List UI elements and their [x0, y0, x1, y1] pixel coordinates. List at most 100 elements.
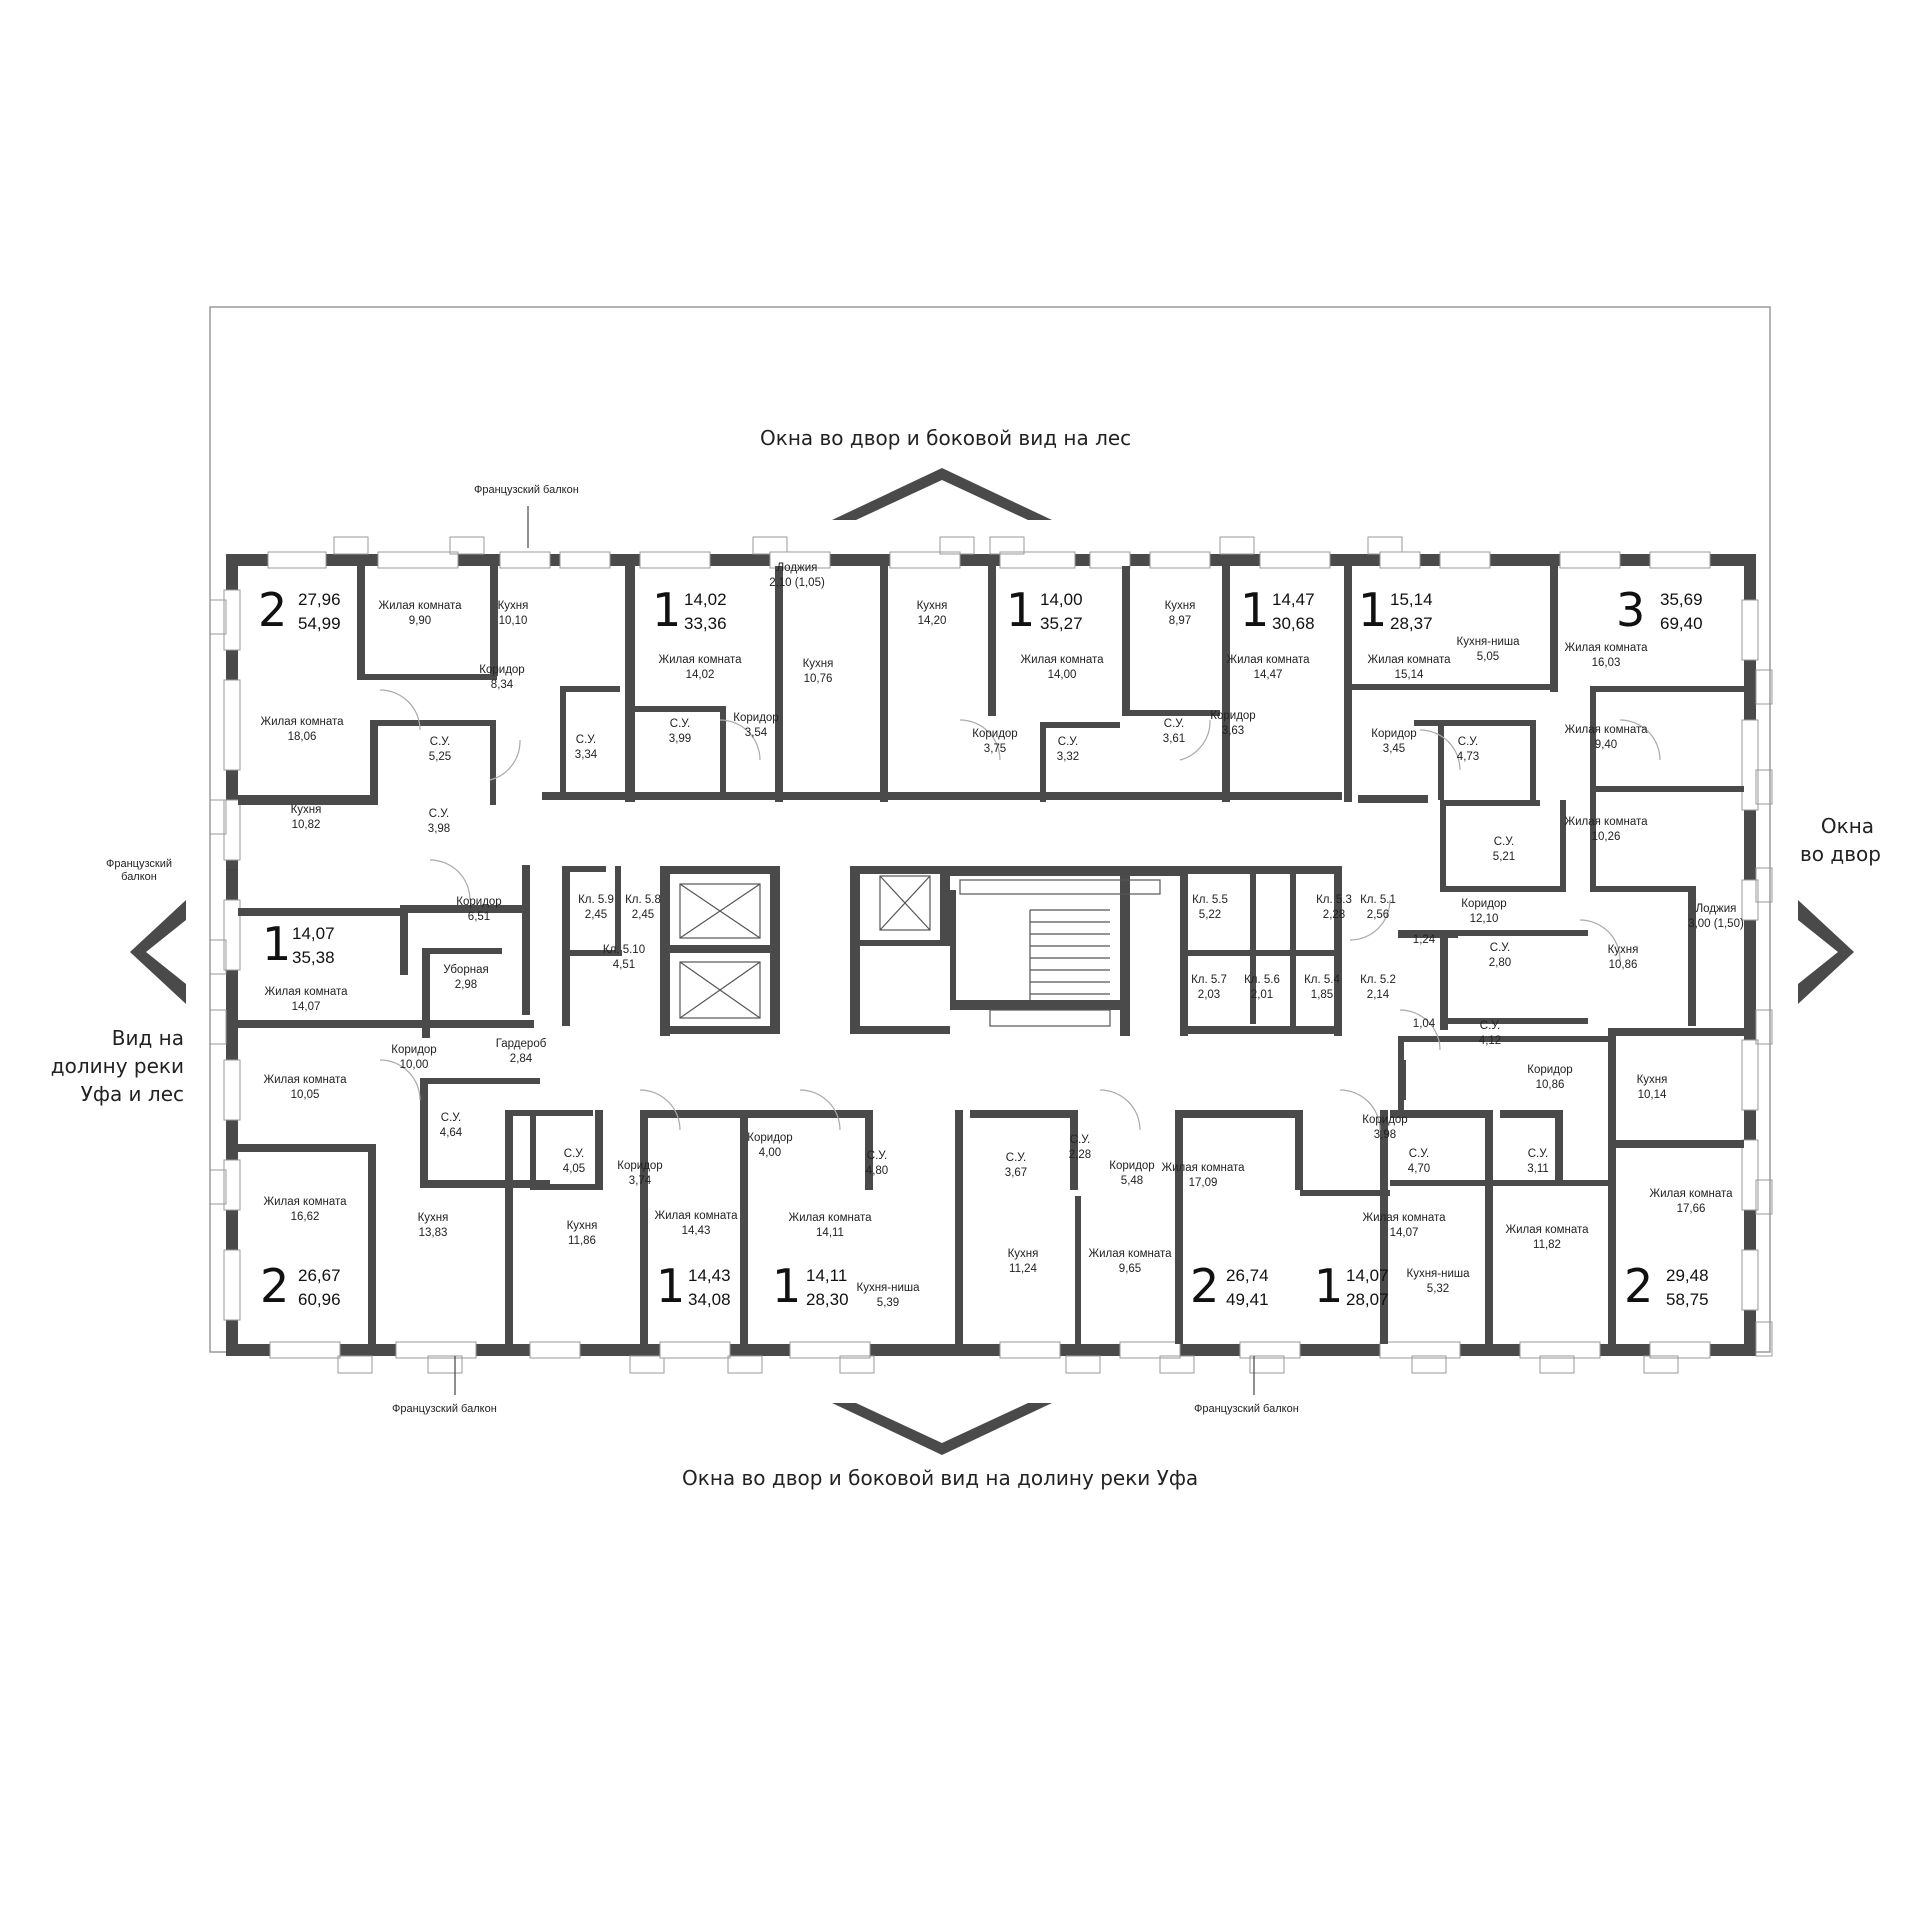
- room-name: С.У.: [440, 1112, 462, 1124]
- room-name: Жилая комната: [1226, 654, 1310, 666]
- apartment-living-area: 14,11: [806, 1266, 848, 1285]
- direction-left-label: Вид на долину реки Уфа и лес: [14, 1024, 184, 1108]
- core-elements: [679, 875, 1161, 1027]
- room-name: Жилая комната: [1564, 724, 1648, 736]
- apartment-room-count: 1: [656, 1259, 686, 1313]
- room-name: Кухня: [916, 600, 948, 612]
- room-label: Коридор 3,54: [733, 711, 778, 741]
- room-area: 10,05: [290, 1089, 320, 1101]
- room-name: Кухня: [497, 600, 529, 612]
- room-name: Кл. 5.5: [1192, 894, 1228, 906]
- room-area: 14,20: [917, 615, 947, 627]
- room-area: 2,45: [631, 909, 655, 921]
- room-area: 16,62: [290, 1211, 320, 1223]
- room-name: С.У.: [429, 736, 451, 748]
- room-name: С.У.: [1527, 1148, 1549, 1160]
- apartment-living-area: 14,00: [1040, 590, 1083, 609]
- room-label: С.У.3,98: [428, 807, 450, 837]
- direction-left-line2: долину реки: [50, 1054, 184, 1078]
- room-label: С.У. 3,11: [1527, 1147, 1549, 1177]
- room-name: С.У.: [1479, 1020, 1501, 1032]
- room-area: 2,56: [1366, 909, 1390, 921]
- room-area: 4,80: [865, 1165, 889, 1177]
- room-name: Коридор: [456, 896, 502, 908]
- room-area: 4,00: [758, 1147, 782, 1159]
- arrow-up-icon: [832, 468, 1052, 520]
- room-area: 2,14: [1366, 989, 1390, 1001]
- interior-walls: [238, 566, 1744, 1346]
- room-area: 4,70: [1407, 1163, 1431, 1175]
- room-area: 10,86: [1535, 1079, 1565, 1091]
- direction-right-line1: Окна: [1820, 814, 1875, 838]
- room-area: 5,25: [428, 751, 452, 763]
- room-name: Коридор: [391, 1044, 437, 1056]
- room-area: 18,06: [287, 731, 317, 743]
- room-label: С.У.3,32: [1057, 735, 1079, 765]
- room-name: С.У.: [1163, 718, 1185, 730]
- apartment-room-count: 1: [1314, 1259, 1344, 1313]
- room-name: Кл. 5.6: [1244, 974, 1280, 986]
- room-area: 5,32: [1426, 1283, 1450, 1295]
- room-label: С.У.4,73: [1457, 735, 1479, 765]
- apartment-total-area: 49,41: [1226, 1290, 1269, 1309]
- room-area: 3,98: [427, 823, 451, 835]
- windows: [209, 536, 1773, 1374]
- apartment-total-area: 34,08: [688, 1290, 731, 1309]
- apartment-living-area: 27,96: [298, 590, 341, 609]
- room-label: С.У.3,67: [1005, 1151, 1027, 1181]
- room-label: С.У.2,28: [1069, 1133, 1091, 1163]
- room-name: Жилая комната: [1161, 1162, 1245, 1174]
- room-area: 15,14: [1394, 669, 1424, 681]
- room-name: Лоджия: [1695, 903, 1737, 915]
- room-area: 11,86: [568, 1235, 596, 1247]
- apartment-total-area: 28,30: [806, 1290, 849, 1309]
- room-name: Жилая комната: [654, 1210, 738, 1222]
- room-name: Кл. 5.7: [1191, 974, 1227, 986]
- room-area: 3,32: [1056, 751, 1080, 763]
- room-area: 3,11: [1527, 1163, 1549, 1175]
- room-name: Жилая комната: [658, 654, 742, 666]
- room-name: Жилая комната: [260, 716, 344, 728]
- room-name: С.У.: [1493, 836, 1515, 848]
- room-area: 3,61: [1162, 733, 1186, 745]
- room-name: Коридор: [733, 712, 779, 724]
- room-name: Жилая комната: [378, 600, 462, 612]
- room-label: 1,04: [1413, 1017, 1435, 1032]
- apartment-room-count: 2: [1624, 1259, 1654, 1313]
- room-area: 3,54: [744, 727, 768, 739]
- room-area: 4,12: [1478, 1035, 1502, 1047]
- room-area: 5,48: [1120, 1175, 1144, 1187]
- room-area: 10,26: [1591, 831, 1621, 843]
- room-name: С.У.: [1489, 942, 1511, 954]
- room-name: Коридор: [1362, 1114, 1408, 1126]
- apartment-living-area: 14,43: [688, 1266, 731, 1285]
- room-area: 11,24: [1009, 1263, 1037, 1275]
- room-name: С.У.: [575, 734, 597, 746]
- apartment-room-count: 1: [1006, 583, 1036, 637]
- room-label: Кухня 14,20: [917, 599, 948, 629]
- apartment-room-count: 2: [1190, 1259, 1220, 1313]
- room-label: С.У.4,80: [866, 1149, 888, 1179]
- room-name: Жилая комната: [788, 1212, 872, 1224]
- room-area: 5,05: [1476, 651, 1500, 663]
- french-balcony-note-top: Французский балкон: [474, 484, 579, 496]
- room-label: С.У.4,64: [440, 1111, 462, 1141]
- room-name: Кухня: [1636, 1074, 1668, 1086]
